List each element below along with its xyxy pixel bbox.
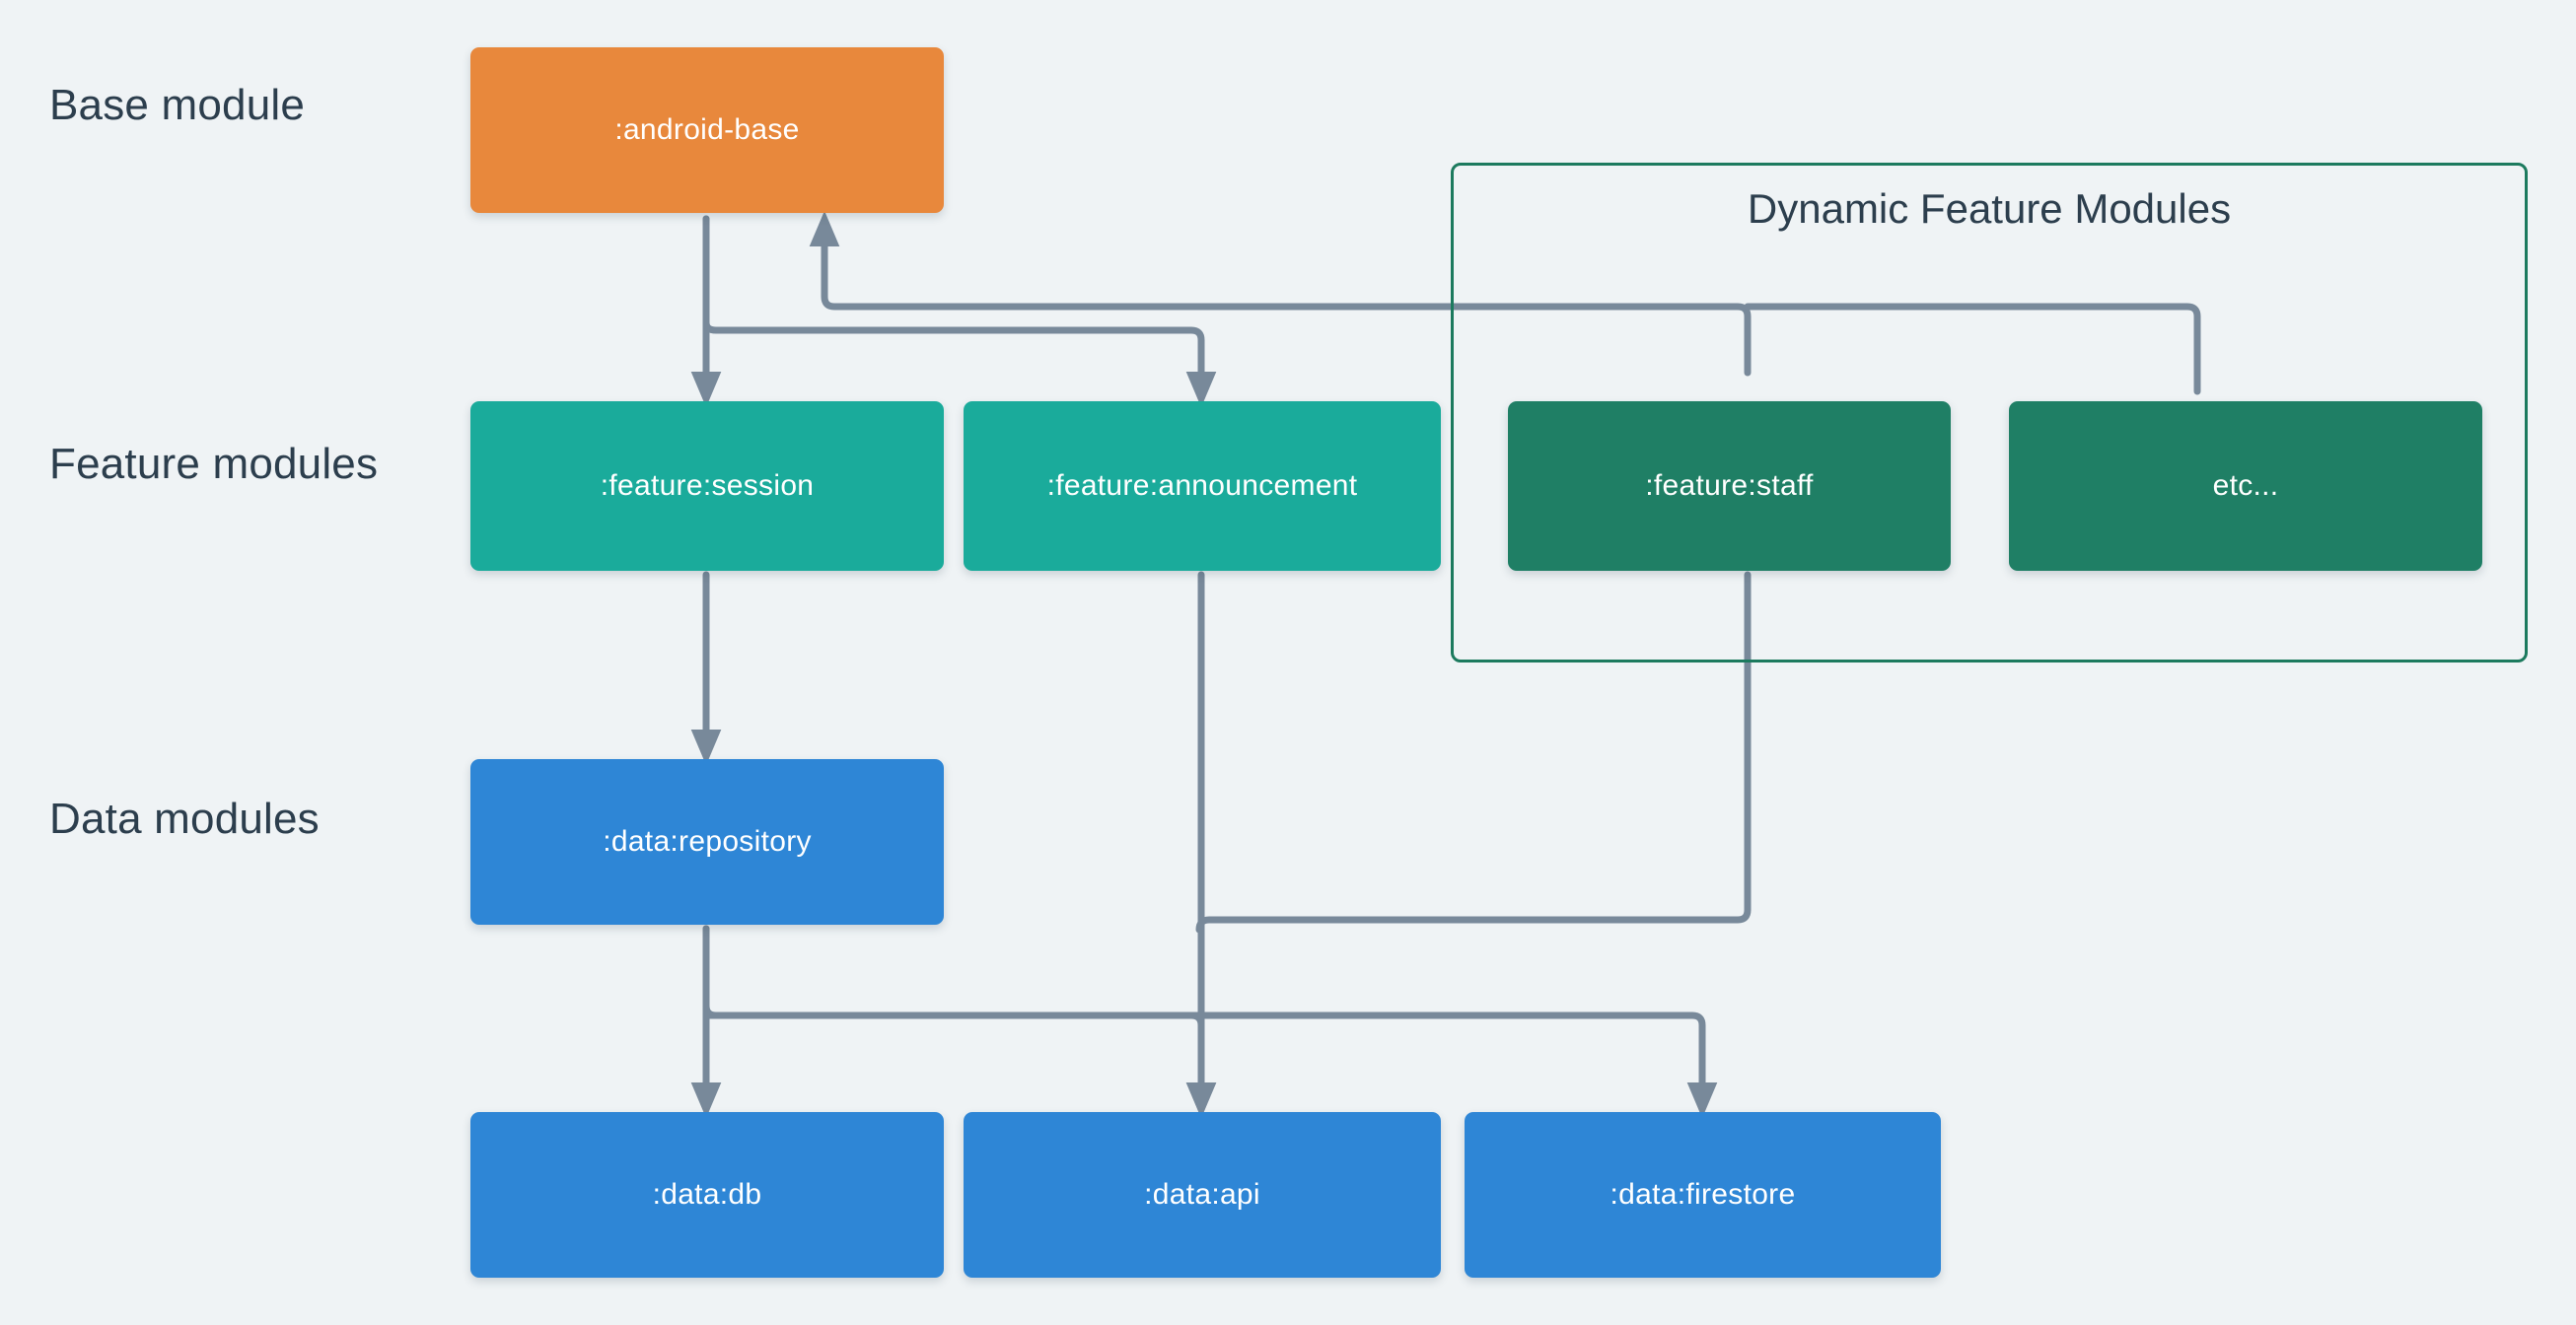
module-box-feature-announcement[interactable]: :feature:announcement bbox=[964, 401, 1441, 571]
module-label-etc: etc... bbox=[2212, 469, 2279, 502]
connector-feature-staff-to-android-base bbox=[809, 210, 1752, 377]
row-label-feature-modules: Feature modules bbox=[49, 440, 379, 488]
dynamic-feature-modules-group bbox=[1451, 163, 2528, 662]
connector-android-base-to-feature-announcement bbox=[702, 215, 1217, 408]
module-box-android-base[interactable]: :android-base bbox=[470, 47, 944, 213]
module-label-feature-announcement: :feature:announcement bbox=[1046, 469, 1358, 502]
module-label-data-repository: :data:repository bbox=[603, 825, 812, 858]
module-label-android-base: :android-base bbox=[614, 113, 800, 146]
module-box-etc[interactable]: etc... bbox=[2009, 401, 2482, 571]
module-label-data-api: :data:api bbox=[1144, 1178, 1260, 1211]
module-box-data-firestore[interactable]: :data:firestore bbox=[1465, 1112, 1941, 1278]
module-box-data-db[interactable]: :data:db bbox=[470, 1112, 944, 1278]
module-label-data-firestore: :data:firestore bbox=[1610, 1178, 1796, 1211]
connector-etc-to-android-base bbox=[1744, 303, 2201, 395]
module-label-feature-staff: :feature:staff bbox=[1645, 469, 1814, 502]
module-box-feature-staff[interactable]: :feature:staff bbox=[1508, 401, 1951, 571]
connector-data-repository-to-data-firestore bbox=[702, 1011, 1718, 1119]
module-box-data-api[interactable]: :data:api bbox=[964, 1112, 1441, 1278]
row-label-data-modules: Data modules bbox=[49, 795, 320, 843]
module-box-data-repository[interactable]: :data:repository bbox=[470, 759, 944, 925]
connector-feature-staff-to-data-firestore bbox=[1195, 571, 1752, 934]
dynamic-feature-modules-group-title: Dynamic Feature Modules bbox=[1747, 185, 2232, 232]
module-label-data-db: :data:db bbox=[652, 1178, 762, 1211]
row-label-base-module: Base module bbox=[49, 81, 306, 129]
module-label-feature-session: :feature:session bbox=[600, 469, 815, 502]
module-box-feature-session[interactable]: :feature:session bbox=[470, 401, 944, 571]
